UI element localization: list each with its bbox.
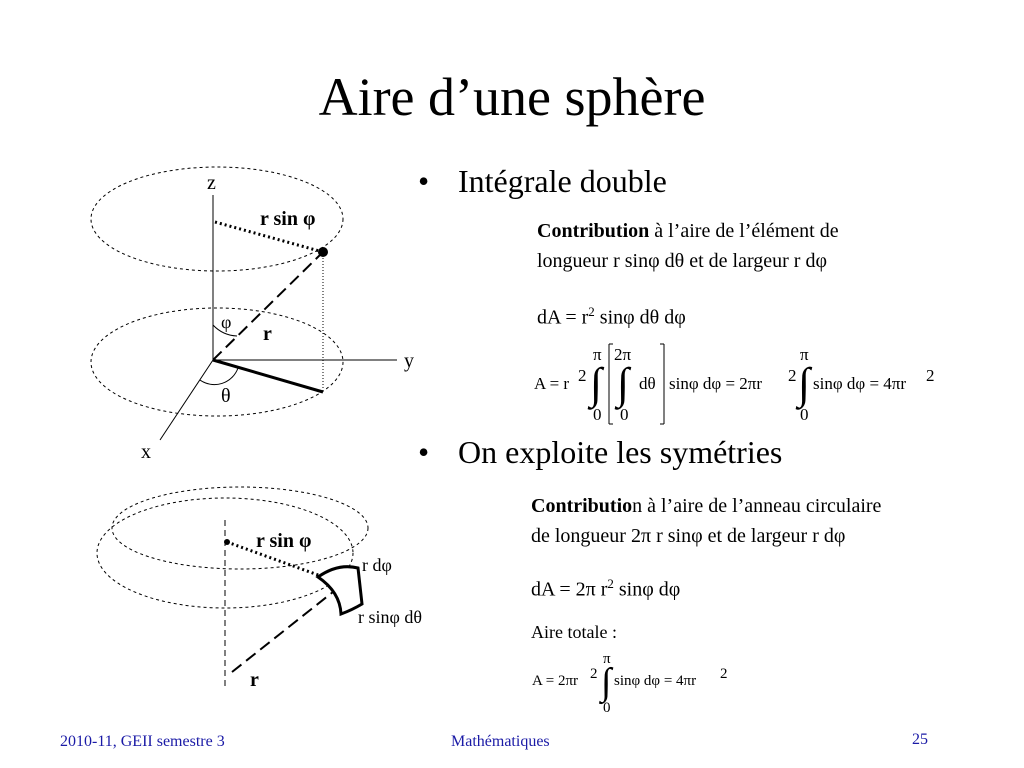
f2-exp1: 2 <box>590 666 598 682</box>
total-area-formula: A = 2πr 2 ∫ π 0 sinφ dφ = 4πr 2 <box>532 651 728 716</box>
dA-2-suffix: sinφ dφ <box>613 578 681 601</box>
f1-exp3: 2 <box>926 366 935 385</box>
z-label: z <box>207 172 216 194</box>
bullet-2: • On exploite les symétries <box>418 432 782 472</box>
upper-circle <box>90 166 344 272</box>
bullet-1-text: Intégrale double <box>458 163 667 199</box>
f2-exp2: 2 <box>720 666 728 682</box>
ring-circle-2 <box>111 486 369 570</box>
dA-2-prefix: dA = 2π r <box>531 578 608 601</box>
bullet-dot: • <box>418 163 430 199</box>
r-sin-phi-label: r sin φ <box>260 208 315 230</box>
contribution-2: Contribution à l’aire de l’anneau circul… <box>531 491 1001 551</box>
theta-arc <box>199 367 239 386</box>
start-point-2 <box>224 539 230 545</box>
dA-2-exp: 2 <box>607 576 614 591</box>
f1-exp2: 2 <box>788 366 797 385</box>
contribution-1: Contribution à l’aire de l’élément de lo… <box>537 216 977 276</box>
f1-int2: ∫ <box>614 359 632 410</box>
contribution-1-rest: à l’aire de l’élément de <box>649 220 839 242</box>
point-marker <box>318 247 328 257</box>
footer-page-number: 25 <box>912 731 928 748</box>
dA-formula-1: dA = r2 sinφ dθ dφ <box>537 297 686 333</box>
f1-lim-2pi: 2π <box>614 345 632 364</box>
contribution-1-line2: longueur r sinφ dθ et de largeur r dφ <box>537 250 827 272</box>
x-label: x <box>141 441 151 463</box>
f1-tail: sinφ dφ = 4πr <box>813 374 906 393</box>
aire-totale-label: Aire totale : <box>531 622 617 642</box>
dA-1-prefix: dA = r <box>537 306 589 329</box>
f1-lhs: A = r <box>534 374 569 393</box>
f1-lim-pi2: π <box>800 345 809 364</box>
f1-lim-pi: π <box>593 345 602 364</box>
f2-lhs: A = 2πr <box>532 673 578 689</box>
ring-circle-1 <box>96 497 354 609</box>
phi-arc <box>212 324 238 337</box>
diagram-1-shapes <box>90 166 397 441</box>
r-sin-phi-dotted <box>214 220 324 254</box>
f1-int3: ∫ <box>795 359 813 410</box>
equator-circle <box>90 307 344 417</box>
bullet-dot: • <box>418 434 430 470</box>
dA-1-exp: 2 <box>588 304 595 319</box>
projection-thick <box>212 358 324 394</box>
contribution-2-rest: n à l’aire de l’anneau circulaire <box>632 495 882 517</box>
radius-dashed-2 <box>231 583 344 673</box>
surface-element <box>315 565 364 617</box>
double-integral-formula: A = r 2 ∫ π 0 ∫ 2π 0 dθ sinφ dφ = 2πr 2 … <box>534 343 935 425</box>
r-dphi-label: r dφ <box>362 555 392 575</box>
f1-dtheta: dθ <box>639 374 656 393</box>
f2-tail: sinφ dφ = 4πr <box>614 673 696 689</box>
footer-left: 2010-11, GEII semestre 3 <box>60 733 225 750</box>
slide-title: Aire d’une sphère <box>318 67 706 127</box>
f1-exp1: 2 <box>578 366 587 385</box>
r-sin-phi-label-2: r sin φ <box>256 530 311 552</box>
x-axis <box>159 359 214 441</box>
f2-lim-0: 0 <box>603 700 611 716</box>
f2-lim-pi: π <box>603 651 611 667</box>
f1-integrand: sinφ dφ = 2πr <box>669 374 762 393</box>
footer-center: Mathématiques <box>451 733 550 750</box>
y-label: y <box>404 350 414 372</box>
contribution-2-line2: de longueur 2π r sinφ et de largeur r dφ <box>531 525 846 547</box>
r-sin-phi-dotted-2 <box>226 540 344 586</box>
diagram-2-shapes <box>96 486 369 690</box>
f1-lim-0c: 0 <box>800 405 809 424</box>
dA-1-suffix: sinφ dθ dφ <box>594 306 686 329</box>
radius-dashed <box>212 251 324 361</box>
contribution-2-bold: Contributio <box>531 495 633 517</box>
f2-int: ∫ <box>599 661 614 705</box>
r-sinphi-dtheta-label: r sinφ dθ <box>358 607 422 627</box>
contribution-1-bold: Contribution <box>537 220 650 242</box>
bullet-1: • Intégrale double <box>418 161 667 201</box>
dA-formula-2: dA = 2π r2 sinφ dφ <box>531 569 680 605</box>
bullet-2-text: On exploite les symétries <box>458 434 783 470</box>
f1-lim-0b: 0 <box>620 405 629 424</box>
r-label: r <box>263 323 272 345</box>
theta-label: θ <box>221 385 231 407</box>
f1-int1: ∫ <box>587 359 605 410</box>
phi-label: φ <box>221 312 231 332</box>
r-label-2: r <box>250 669 259 691</box>
f1-lim-0a: 0 <box>593 405 602 424</box>
